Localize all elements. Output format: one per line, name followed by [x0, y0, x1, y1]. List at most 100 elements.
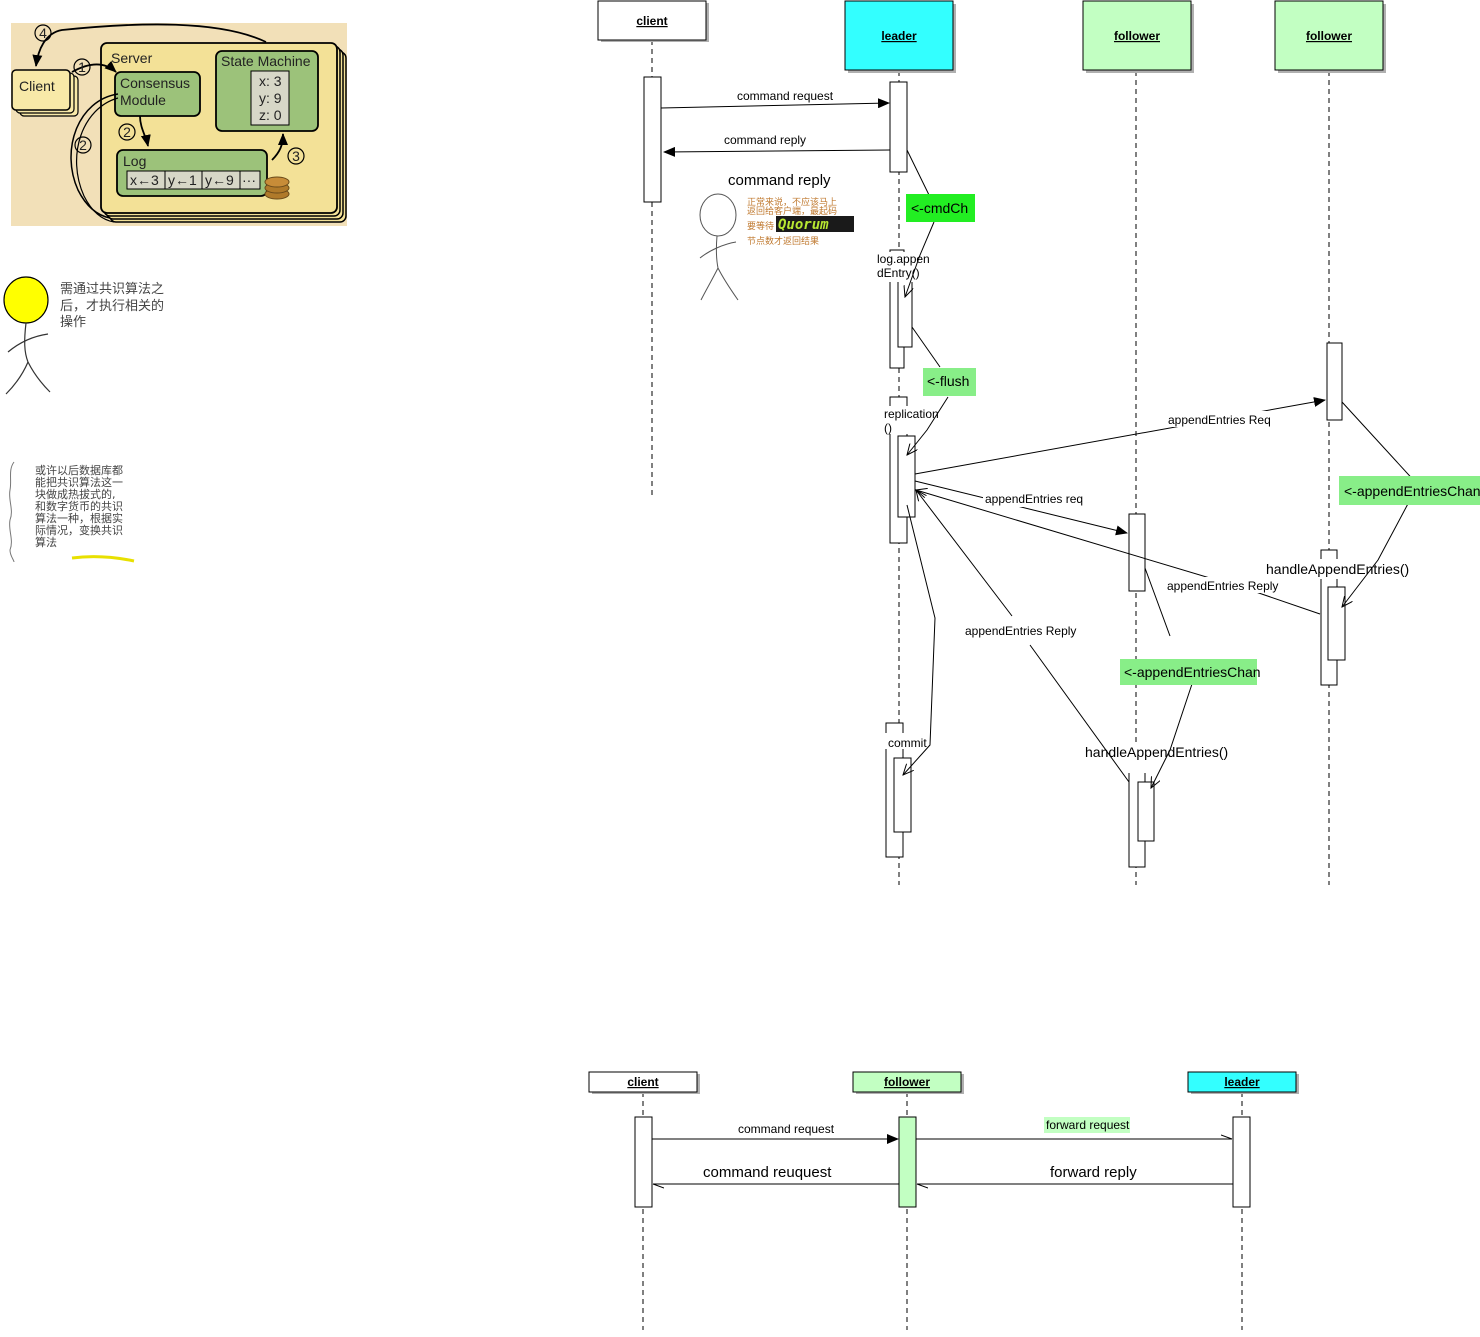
message-label: command request [738, 1122, 835, 1136]
step-marker: 1 [73, 58, 91, 76]
log-entry: ··· [242, 172, 256, 188]
participant-client: client [597, 0, 709, 42]
log-entry: x←3 [130, 172, 159, 188]
quorum-note-line: 操作 [60, 314, 86, 330]
activation-bar [1326, 342, 1343, 421]
svg-text:follower: follower [884, 1075, 930, 1089]
activation-bar [1327, 586, 1346, 661]
sequence-diagram-1: client leader follower follower [597, 0, 1480, 885]
message-label: command request [737, 89, 834, 103]
svg-text:3: 3 [292, 148, 300, 164]
activity-label: () [884, 421, 892, 435]
step-marker: 2 [74, 136, 92, 154]
svg-text:client: client [627, 1075, 658, 1089]
activation-bar [634, 1116, 653, 1208]
svg-text:<-cmdCh: <-cmdCh [911, 200, 968, 216]
disk-icon [264, 176, 290, 200]
activity-label: log.appen [877, 252, 930, 266]
svg-text:<-flush: <-flush [927, 373, 969, 389]
channel-label: <-flush [923, 368, 976, 396]
future-note-line: 和数字货币的共识 [35, 499, 123, 513]
consensus-label-1: Consensus [120, 75, 190, 91]
svg-text:leader: leader [1224, 1075, 1260, 1089]
quorum-note-line: 需通过共识算法之 [60, 282, 164, 297]
state-machine-label: State Machine [221, 53, 311, 69]
highlight-stroke [71, 555, 135, 563]
reply-note-line: 返回给客户端，最起码 [747, 205, 837, 217]
channel-label: <-appendEntriesChan [1339, 476, 1480, 505]
step-marker: 2 [118, 123, 136, 141]
reply-note-line: 节点数才返回结果 [747, 235, 819, 247]
future-note-line: 算法一种，根据实 [35, 511, 123, 525]
activity-label: handleAppendEntries() [1085, 744, 1228, 760]
channel-label: <-appendEntriesChan [1120, 659, 1261, 685]
participant-follower: follower [852, 1071, 964, 1094]
step-marker: 4 [34, 24, 52, 42]
message-arrow [663, 146, 891, 157]
message-label: command reuquest [703, 1164, 832, 1181]
channel-label: <-cmdCh [906, 194, 975, 222]
stick-figure [699, 193, 739, 301]
svg-text:<-appendEntriesChan: <-appendEntriesChan [1344, 483, 1480, 499]
activity-label: handleAppendEntries() [1266, 561, 1409, 577]
quorum-note-line: 后，才执行相关的 [60, 298, 164, 314]
sequence-diagram-2: client follower leader command request f… [588, 1071, 1299, 1330]
svg-text:4: 4 [39, 25, 47, 41]
log-entry: y←9 [205, 172, 234, 188]
activation-bar [1128, 513, 1146, 592]
state-value: x: 3 [259, 73, 282, 89]
raft-architecture-figure: Server Client Consensus Module State Mac… [11, 23, 347, 226]
participant-follower: follower [1274, 0, 1386, 73]
message-label: forward request [1046, 1118, 1130, 1132]
future-note-line: 算法 [35, 535, 57, 549]
svg-text:client: client [636, 14, 667, 28]
message-label: forward reply [1050, 1164, 1137, 1181]
activation-bar [893, 757, 912, 833]
message-label: appendEntries Req [1168, 413, 1271, 427]
activity-label: commit [888, 736, 927, 750]
activity-label: replication [884, 407, 939, 421]
participant-leader: leader [1187, 1071, 1299, 1094]
svg-text:2: 2 [79, 137, 87, 153]
activation-bar [643, 76, 662, 203]
quorum-word: Quorum [778, 217, 829, 233]
activity-label: dEntry() [877, 266, 920, 280]
log-label: Log [123, 153, 146, 169]
future-note-line: 能把共识算法这一 [35, 475, 123, 489]
message-label: appendEntries Reply [965, 624, 1076, 638]
svg-text:2: 2 [123, 124, 131, 140]
log-entry: y←1 [168, 172, 197, 188]
activation-bar [1137, 781, 1155, 842]
participant-follower: follower [1082, 0, 1194, 73]
future-note-line: 或许以后数据库都 [35, 463, 123, 477]
yellow-stick-figure [3, 276, 51, 395]
participant-client: client [588, 1071, 700, 1094]
message-label: appendEntries Reply [1167, 579, 1278, 593]
server-label: Server [111, 50, 153, 66]
message-arrow [660, 98, 890, 109]
svg-text:leader: leader [881, 29, 917, 43]
reply-note-title: command reply [728, 172, 831, 189]
step-marker: 3 [287, 147, 305, 165]
state-value: y: 9 [259, 90, 282, 106]
svg-text:follower: follower [1306, 29, 1352, 43]
client-box [11, 69, 71, 111]
svg-text:<-appendEntriesChan: <-appendEntriesChan [1124, 664, 1261, 680]
message-arrow [916, 490, 1321, 615]
svg-text:follower: follower [1114, 29, 1160, 43]
future-note-line: 际情况，变换共识 [35, 523, 123, 537]
activation-bar [1232, 1116, 1251, 1208]
svg-text:1: 1 [78, 59, 86, 75]
consensus-label-2: Module [120, 92, 166, 108]
state-value: z: 0 [259, 107, 282, 123]
future-note-line: 块做成热拔式的, [35, 487, 116, 501]
participant-leader: leader [844, 0, 956, 73]
client-label: Client [19, 78, 55, 94]
message-label: appendEntries req [985, 492, 1083, 506]
reply-note-line: 正常来说，不应该马上 [747, 196, 837, 208]
brace-mark [9, 461, 15, 563]
quorum-highlight [776, 216, 854, 232]
message-label: command reply [724, 133, 806, 147]
message-arrow [916, 490, 1130, 783]
